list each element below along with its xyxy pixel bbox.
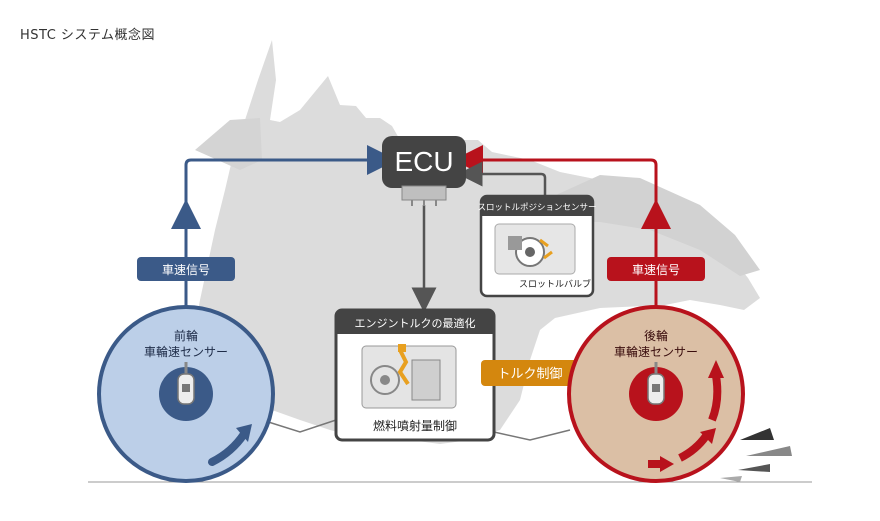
rear-sensor-icon bbox=[647, 362, 665, 405]
throttle-sensor-title: スロットルポジションセンサー bbox=[477, 203, 596, 213]
front-signal-label: 車速信号 bbox=[162, 263, 210, 277]
rear-arrow-3 bbox=[708, 375, 722, 422]
rear-sensor-label-2: 車輪速センサー bbox=[614, 344, 698, 359]
front-sensor-label-2: 車輪速センサー bbox=[144, 344, 228, 359]
front-wheel: 前輪 車輪速センサー bbox=[97, 305, 275, 483]
engine-box-caption: 燃料噴射量制御 bbox=[373, 418, 457, 433]
engine-box-title: エンジントルクの最適化 bbox=[355, 316, 476, 330]
rear-signal-badge: 車速信号 bbox=[607, 257, 705, 281]
rear-signal-wire bbox=[453, 145, 658, 365]
throttle-sensor-box: スロットルポジションセンサー スロットルバルブ bbox=[477, 194, 597, 298]
throttle-valve-caption: スロットルバルブ bbox=[519, 278, 591, 290]
throttle-to-ecu-wire bbox=[457, 161, 547, 196]
front-signal-badge: 車速信号 bbox=[137, 257, 235, 281]
rear-wheel: 後輪 車輪速センサー bbox=[567, 305, 745, 483]
engine-box: エンジントルクの最適化 燃料噴射量制御 bbox=[334, 308, 496, 442]
motion-streaks bbox=[720, 428, 792, 482]
rear-arrow-2 bbox=[678, 433, 710, 462]
ecu-label: ECU bbox=[394, 146, 453, 177]
engine-to-rear-wire bbox=[493, 429, 571, 441]
throttle-valve-illustration bbox=[494, 223, 576, 275]
rear-signal-label: 車速信号 bbox=[632, 263, 680, 277]
engine-to-front-wire bbox=[261, 419, 337, 433]
torque-control-badge: トルク制御 bbox=[481, 360, 579, 386]
front-signal-wire bbox=[184, 145, 397, 365]
front-rotation-arrow bbox=[208, 430, 248, 466]
front-sensor-label-1: 前輪 bbox=[174, 328, 198, 343]
rear-sensor-label-1: 後輪 bbox=[644, 328, 668, 343]
engine-illustration bbox=[361, 344, 457, 409]
ecu-unit: ECU bbox=[382, 136, 466, 206]
torque-control-label: トルク制御 bbox=[497, 367, 562, 382]
figure-title: HSTC システム概念図 bbox=[20, 28, 156, 43]
front-sensor-icon bbox=[177, 362, 195, 405]
